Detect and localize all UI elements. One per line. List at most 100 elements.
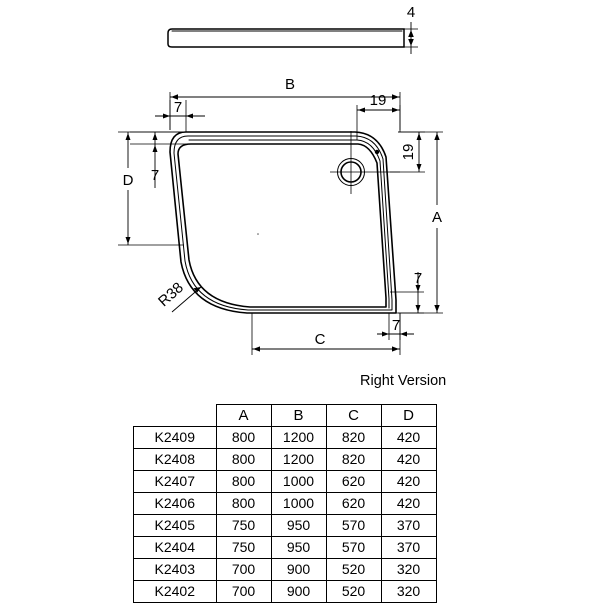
dim-d-arrow-bottom bbox=[125, 237, 131, 244]
tray-rim-outline-1 bbox=[173, 135, 393, 311]
dim-19right-arrow-bottom bbox=[416, 164, 422, 171]
dim-7top-label: 7 bbox=[174, 99, 182, 116]
thickness-label: 4 bbox=[407, 4, 415, 21]
cell-dimension-a: 800 bbox=[215, 426, 272, 449]
cell-dimension-a: 750 bbox=[215, 536, 272, 559]
cell-dimension-c: 820 bbox=[325, 426, 382, 449]
section-view: 4 bbox=[167, 4, 418, 54]
dim-19top-arrow-right bbox=[392, 107, 399, 113]
tray-rim-outline-2 bbox=[188, 139, 390, 309]
dim-a-label: A bbox=[432, 209, 442, 226]
dim-7right-arrow-top bbox=[415, 285, 421, 292]
basin-center-dot bbox=[257, 233, 259, 235]
dim-7left-arrow-top bbox=[152, 133, 158, 140]
dim-7top-arrow-left bbox=[163, 113, 170, 119]
corner-marker-dot bbox=[374, 149, 380, 155]
dimension-nineteen-right: 19 bbox=[390, 131, 425, 173]
cell-dimension-b: 950 bbox=[270, 514, 327, 537]
spec-header-corner bbox=[133, 404, 217, 427]
spec-header-a: A bbox=[215, 404, 272, 427]
dimension-a: A bbox=[398, 131, 443, 314]
cell-dimension-d: 320 bbox=[380, 558, 437, 581]
tray-outer-outline bbox=[169, 131, 397, 314]
dimension-c: C bbox=[251, 313, 401, 355]
cell-dimension-b: 900 bbox=[270, 580, 327, 603]
cell-dimension-b: 1200 bbox=[270, 426, 327, 449]
dimension-b: B bbox=[169, 76, 401, 130]
dimension-seven-right: 7 bbox=[390, 270, 424, 314]
cell-dimension-a: 800 bbox=[215, 492, 272, 515]
dim-7bottom-label: 7 bbox=[392, 317, 400, 334]
spec-header-c: C bbox=[325, 404, 382, 427]
dim-7right-label: 7 bbox=[414, 270, 422, 287]
dimension-nineteen-top: 19 bbox=[356, 92, 401, 140]
cell-dimension-b: 900 bbox=[270, 558, 327, 581]
dim-b-label: B bbox=[285, 76, 295, 93]
dim-r38-label: R38 bbox=[155, 279, 187, 310]
dim-c-arrow-left bbox=[253, 346, 260, 352]
cell-dimension-c: 620 bbox=[325, 492, 382, 515]
dim-19top-arrow-left bbox=[358, 107, 365, 113]
dim-r38-arrow bbox=[193, 287, 201, 293]
thickness-arrow-bottom bbox=[408, 39, 414, 46]
plan-view: B 7 19 19 bbox=[118, 76, 443, 355]
dim-7bottom-arrow-left bbox=[382, 331, 389, 337]
cell-dimension-c: 570 bbox=[325, 536, 382, 559]
cell-dimension-a: 800 bbox=[215, 448, 272, 471]
tray-inner-basin-outline bbox=[177, 143, 387, 308]
cell-dimension-d: 420 bbox=[380, 426, 437, 449]
dim-c-label: C bbox=[315, 331, 326, 348]
tray-section-profile bbox=[167, 28, 405, 48]
cell-dimension-a: 700 bbox=[215, 558, 272, 581]
cell-dimension-d: 420 bbox=[380, 448, 437, 471]
cell-dimension-d: 370 bbox=[380, 514, 437, 537]
thickness-arrow-top bbox=[408, 30, 414, 37]
dim-a-arrow-bottom bbox=[434, 305, 440, 312]
dimension-seven-top: 7 bbox=[155, 99, 205, 132]
cell-dimension-b: 950 bbox=[270, 536, 327, 559]
cell-dimension-a: 700 bbox=[215, 580, 272, 603]
cell-dimension-d: 320 bbox=[380, 580, 437, 603]
drain-outlet bbox=[330, 131, 400, 194]
cell-product-code: K2402 bbox=[133, 580, 217, 603]
dim-7left-arrow-bottom bbox=[152, 145, 158, 152]
cell-dimension-b: 1000 bbox=[270, 470, 327, 493]
dim-7top-arrow-right bbox=[186, 113, 193, 119]
cell-dimension-c: 570 bbox=[325, 514, 382, 537]
cell-product-code: K2409 bbox=[133, 426, 217, 449]
cell-product-code: K2407 bbox=[133, 470, 217, 493]
cell-dimension-a: 750 bbox=[215, 514, 272, 537]
dim-19top-label: 19 bbox=[370, 92, 387, 109]
cell-product-code: K2403 bbox=[133, 558, 217, 581]
cell-product-code: K2404 bbox=[133, 536, 217, 559]
version-note: Right Version bbox=[360, 373, 446, 389]
cell-dimension-b: 1200 bbox=[270, 448, 327, 471]
cell-dimension-d: 370 bbox=[380, 536, 437, 559]
cell-dimension-c: 520 bbox=[325, 580, 382, 603]
dim-a-arrow-top bbox=[434, 133, 440, 140]
dimension-d: D bbox=[118, 131, 188, 246]
spec-header-b: B bbox=[270, 404, 327, 427]
cell-dimension-a: 800 bbox=[215, 470, 272, 493]
dim-c-arrow-right bbox=[392, 346, 399, 352]
dimension-seven-bottom: 7 bbox=[377, 313, 414, 340]
dim-b-arrow-left bbox=[171, 94, 178, 100]
cell-dimension-d: 420 bbox=[380, 470, 437, 493]
cell-product-code: K2405 bbox=[133, 514, 217, 537]
cell-product-code: K2406 bbox=[133, 492, 217, 515]
dim-19right-label: 19 bbox=[400, 144, 417, 161]
dim-b-arrow-right bbox=[392, 94, 399, 100]
cell-product-code: K2408 bbox=[133, 448, 217, 471]
dim-7right-arrow-bottom bbox=[415, 305, 421, 312]
spec-table-header-row: A B C D bbox=[133, 404, 437, 427]
